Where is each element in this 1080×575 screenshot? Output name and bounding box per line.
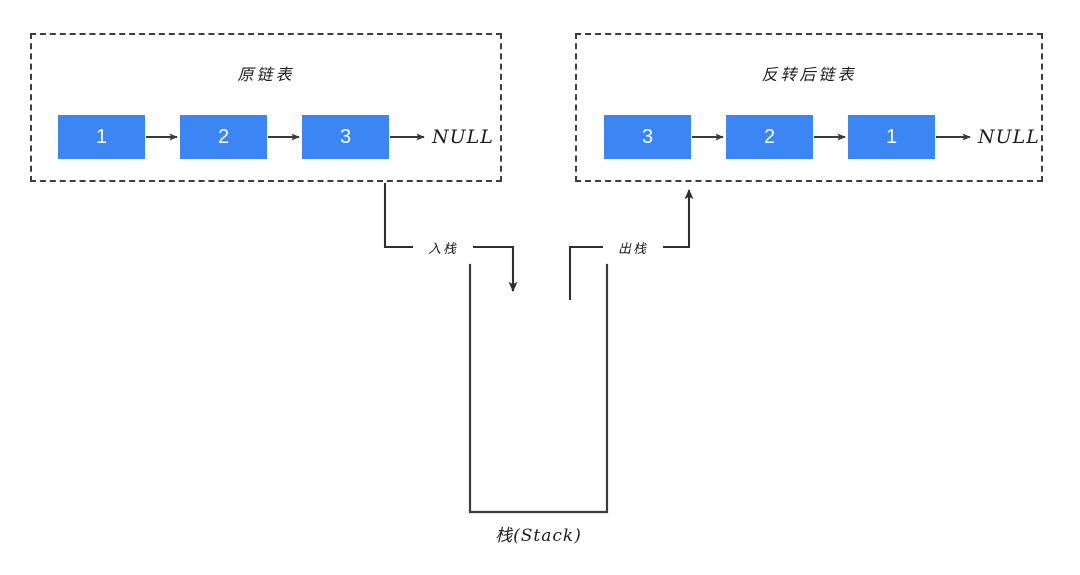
node-value: 2 (217, 126, 230, 148)
reversed-node-3: 1 (848, 115, 935, 159)
original-list-title: 原链表 (237, 65, 295, 84)
stack-caption: 栈(Stack) (495, 526, 582, 546)
reversed-node-2: 2 (726, 115, 813, 159)
push-label: 入栈 (413, 238, 473, 257)
pop-label: 出栈 (603, 238, 663, 257)
original-node-2: 2 (180, 115, 267, 159)
reversed-list-panel (575, 33, 1043, 182)
original-node-3: 3 (302, 115, 389, 159)
node-value: 1 (95, 126, 108, 148)
reversed-null-terminator: NULL (978, 126, 1040, 148)
original-list-panel (30, 33, 502, 182)
reversed-list-title: 反转后链表 (761, 65, 857, 84)
node-value: 1 (885, 126, 898, 148)
node-value: 3 (339, 126, 352, 148)
node-value: 2 (763, 126, 776, 148)
original-node-1: 1 (58, 115, 145, 159)
reversed-node-1: 3 (604, 115, 691, 159)
push-connector (383, 183, 518, 293)
stack-container (468, 263, 609, 514)
node-value: 3 (641, 126, 654, 148)
original-null-terminator: NULL (432, 126, 494, 148)
